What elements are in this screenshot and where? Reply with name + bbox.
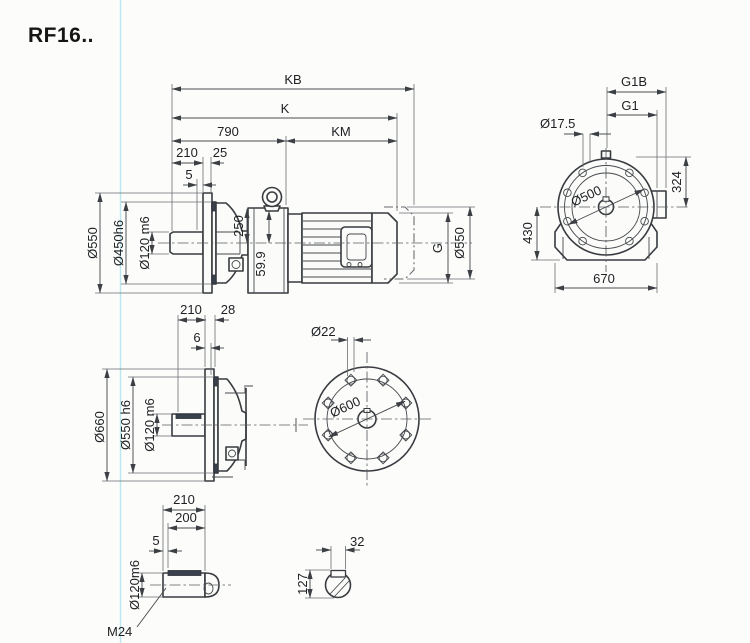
dim-label-dia22: Ø22 [311, 324, 336, 339]
dim-label-g1: G1 [621, 98, 638, 113]
flange-side-view: 210 28 6 Ø660 Ø550 h6 Ø120 m6 [92, 302, 308, 482]
fan-cowl [371, 212, 398, 284]
dim-label-5: 5 [185, 167, 192, 182]
dim-label-670: 670 [593, 271, 615, 286]
dim-label-430: 430 [520, 222, 535, 244]
dim-label-210: 210 [180, 302, 202, 317]
dim-label-dia450: Ø450h6 [111, 220, 126, 266]
dim-label-dia660: Ø660 [92, 411, 107, 443]
motor-adapter [287, 213, 303, 283]
dim-label-dia550-right: Ø550 [452, 227, 467, 259]
flange-view-dimensions: 210 28 6 Ø660 Ø550 h6 Ø120 m6 [92, 302, 235, 482]
shaft-end-chamfer [203, 582, 214, 595]
dim-label-dia17-5: Ø17.5 [540, 116, 575, 131]
dim-label-6: 6 [193, 330, 200, 345]
rear-view-dimensions: G1B G1 Ø17.5 324 430 670 Ø500 [520, 74, 691, 293]
section-view-dimensions: 32 127 [295, 534, 364, 599]
terminal-box [340, 226, 373, 268]
section-outline [324, 569, 352, 599]
dim-label-32: 32 [350, 534, 364, 549]
dim-label-dia550-left: Ø550 [85, 227, 100, 259]
dim-label-790: 790 [217, 124, 239, 139]
eyebolt-icon [261, 186, 283, 208]
dim-label-127: 127 [295, 573, 310, 595]
shaft-view-dimensions: 210 200 5 Ø120m6 M24 [107, 492, 206, 639]
dim-label-210: 210 [173, 492, 195, 507]
dim-label-g: G [430, 243, 445, 253]
key-section [330, 569, 347, 578]
dim-label-210: 210 [176, 145, 198, 160]
gear-unit-side-outline [169, 186, 415, 294]
main-view-dimensions: KB K 790 KM 210 25 5 Ø550 Ø450h6 [85, 72, 475, 294]
shaft-section-view: 32 127 [295, 534, 364, 599]
rear-housing-outline [554, 150, 667, 261]
dim-label-m24: M24 [107, 624, 132, 639]
dim-label-28: 28 [221, 302, 235, 317]
dim-label-25: 25 [213, 145, 227, 160]
dim-label-km: KM [331, 124, 351, 139]
dim-label-dia550h6: Ø550 h6 [118, 400, 133, 450]
dim-label-g1b: G1B [621, 74, 647, 89]
max-motor-phantom-outline [384, 206, 415, 280]
dim-label-59-9: 59.9 [253, 251, 268, 276]
shaft-detail-view: 210 200 5 Ø120m6 M24 [107, 492, 231, 639]
dim-label-200: 200 [175, 510, 197, 525]
shaft-outline [162, 570, 220, 598]
dim-label-dia120: Ø120 m6 [137, 216, 152, 269]
dim-label-250: 250 [231, 215, 246, 237]
dim-label-kb: KB [284, 72, 301, 87]
rear-view: G1B G1 Ø17.5 324 430 670 Ø500 [520, 74, 691, 293]
bolt-circle-view: Ø22 Ø600 [303, 324, 431, 486]
page-title: RF16.. [28, 24, 94, 47]
dim-label-5: 5 [152, 533, 159, 548]
oil-plug [228, 257, 244, 272]
dim-label-dia120m6: Ø120m6 [127, 560, 142, 610]
bolt-holes [321, 373, 413, 465]
shaft-key [167, 570, 202, 576]
dim-label-324: 324 [669, 171, 684, 193]
main-side-view: KB K 790 KM 210 25 5 Ø550 Ø450h6 [85, 72, 475, 294]
shaft-keyway [175, 413, 202, 419]
oil-plug [225, 446, 239, 461]
dim-label-dia120m6: Ø120 m6 [142, 398, 157, 451]
dim-label-k: K [281, 101, 290, 116]
